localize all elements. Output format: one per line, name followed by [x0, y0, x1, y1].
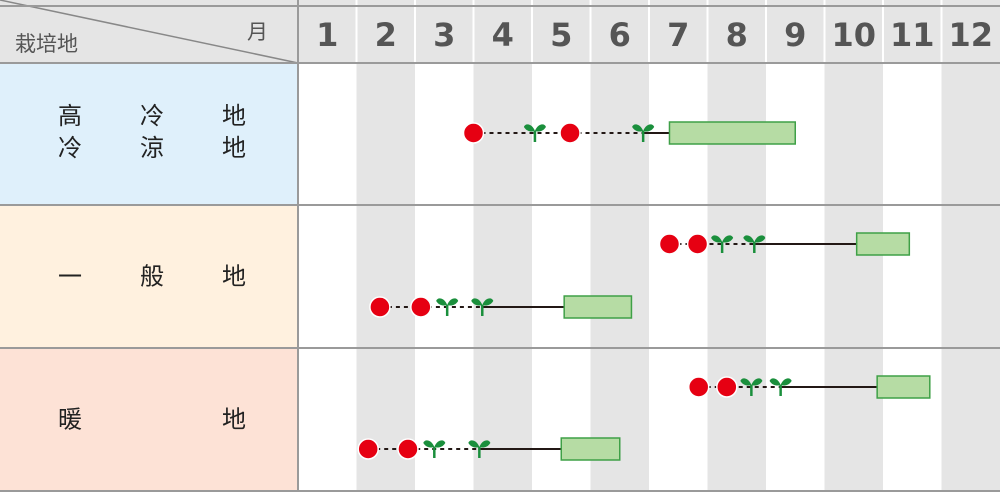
region-label-char: 地	[222, 134, 246, 162]
month-label: 1	[316, 16, 338, 54]
seedling-leaf-left	[769, 378, 781, 386]
month-label: 12	[948, 16, 993, 54]
seedling-leaf-right	[780, 378, 792, 386]
harvest-period-box	[855, 232, 911, 256]
month-label: 10	[831, 16, 876, 54]
region-background	[0, 63, 298, 205]
seedling-icon	[423, 440, 446, 458]
seedling-leaf-right	[434, 440, 446, 448]
sowing-dot	[369, 296, 391, 318]
harvest-period-box	[876, 375, 931, 399]
sowing-dot	[687, 376, 710, 398]
region-label-char: 冷	[140, 102, 164, 130]
harvest-period-box	[560, 437, 621, 461]
seedling-leaf-left	[743, 235, 755, 243]
region-label-char: 涼	[140, 134, 164, 162]
seedling-leaf-right	[482, 298, 494, 306]
seedling-leaf-right	[447, 298, 459, 306]
seedling-icon	[769, 378, 792, 396]
seedling-leaf-right	[534, 124, 546, 132]
seedling-icon	[743, 235, 766, 253]
header-row: 栽培地 月	[15, 20, 268, 56]
seedling-icon	[471, 298, 494, 316]
seedling-leaf-right	[722, 235, 734, 243]
seedling-leaf-left	[468, 440, 480, 448]
seedling-icon	[711, 235, 734, 253]
seedling-leaf-left	[523, 124, 535, 132]
region-label-char: 高	[58, 102, 82, 130]
seedling-leaf-right	[479, 440, 491, 448]
seedling-leaf-left	[711, 235, 723, 243]
header-background	[0, 0, 1000, 63]
sowing-dot	[397, 438, 419, 460]
month-label: 3	[433, 16, 455, 54]
region-labels: 高冷地冷涼地一般地暖地	[58, 102, 246, 434]
schedule-row	[658, 232, 911, 256]
sowing-dot	[686, 233, 709, 255]
region-background	[0, 205, 298, 348]
schedule-row	[687, 375, 931, 399]
region-label-char: 冷	[58, 134, 82, 162]
month-label: 6	[609, 16, 631, 54]
seedling-icon	[468, 440, 491, 458]
region-label-char: 地	[222, 102, 246, 130]
seedling-icon	[740, 378, 763, 396]
region-label-char: 一	[58, 263, 82, 291]
seedling-leaf-left	[740, 378, 752, 386]
sowing-dot	[410, 296, 432, 318]
seedling-icon	[632, 124, 655, 142]
month-label: 7	[667, 16, 689, 54]
seedling-leaf-left	[423, 440, 435, 448]
seedling-leaf-right	[643, 124, 655, 132]
month-label: 9	[784, 16, 806, 54]
seedling-leaf-left	[436, 298, 448, 306]
region-header-label: 栽培地	[15, 32, 78, 56]
month-label: 4	[492, 16, 514, 54]
month-label: 8	[726, 16, 748, 54]
month-label: 2	[375, 16, 397, 54]
seedling-icon	[523, 124, 546, 142]
seedling-leaf-right	[751, 378, 763, 386]
region-label-char: 地	[222, 406, 246, 434]
month-header-label: 月	[247, 20, 268, 44]
sowing-dot	[462, 122, 485, 144]
harvest-period-box	[563, 295, 633, 319]
month-stripe	[356, 63, 415, 491]
schedule-row	[369, 295, 633, 319]
schedule-row	[357, 437, 621, 461]
seedling-leaf-left	[471, 298, 483, 306]
sowing-dot	[716, 376, 738, 398]
region-background	[0, 348, 298, 491]
schedule-marks	[357, 121, 931, 461]
seedling-leaf-right	[754, 235, 766, 243]
header-diagonal	[0, 0, 299, 64]
month-stripe	[590, 63, 649, 491]
seedling-icon	[436, 298, 459, 316]
region-label-char: 暖	[58, 406, 82, 434]
sowing-dot	[658, 233, 681, 255]
sowing-dot	[559, 122, 581, 144]
month-label: 5	[550, 16, 572, 54]
region-label-char: 地	[222, 263, 246, 291]
region-label-char: 般	[140, 263, 164, 291]
month-stripe	[941, 63, 1000, 491]
month-label: 11	[890, 16, 935, 54]
month-stripe	[824, 63, 883, 491]
harvest-period-box	[668, 121, 796, 145]
schedule-row	[462, 121, 796, 145]
sowing-dot	[357, 438, 379, 460]
seedling-leaf-left	[632, 124, 644, 132]
